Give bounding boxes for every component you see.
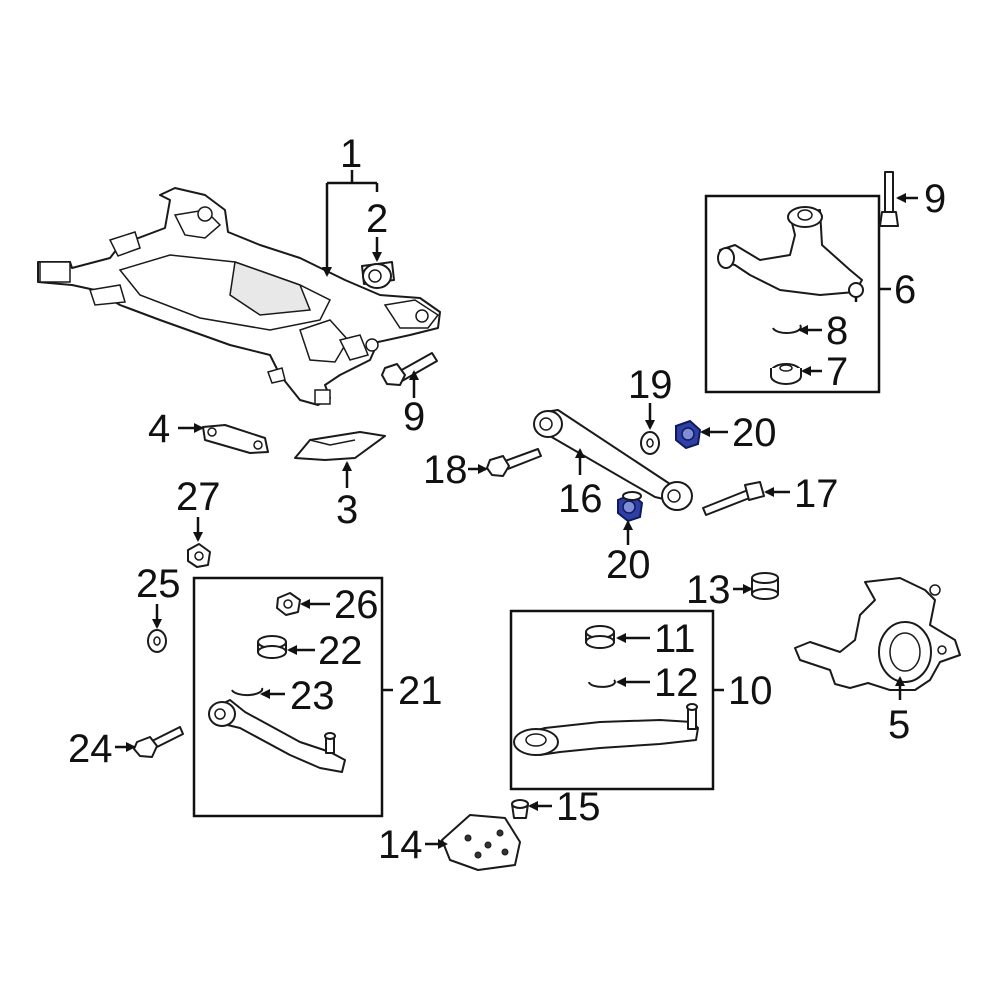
washer-7[interactable] [770,363,802,385]
long-bolt-17[interactable] [702,481,765,516]
washer-25[interactable] [147,629,167,653]
callout-1: 1 [340,132,362,176]
plate-14[interactable] [441,814,521,871]
snap-ring-12[interactable] [588,679,616,688]
lower-arm-box [509,609,715,791]
callout-23: 23 [290,674,335,718]
callout-13: 13 [686,568,731,612]
lateral-link[interactable] [533,409,693,511]
callout-4: 4 [148,407,170,451]
washer-near-nut-20[interactable] [622,491,642,501]
bolt-24[interactable] [133,726,184,758]
callout-20-lower: 20 [606,543,651,587]
snap-ring-8[interactable] [772,324,802,334]
link-bolt-18[interactable] [486,448,542,477]
trailing-arm-21[interactable] [208,699,346,773]
callout-21: 21 [398,669,443,713]
upper-control-arm-box [704,194,881,394]
rear-arm-box [192,576,384,818]
callout-7: 7 [826,350,848,394]
shield[interactable] [294,431,386,461]
bushing-22[interactable] [257,635,287,659]
callout-10: 10 [728,669,773,713]
callout-18: 18 [423,448,468,492]
callout-14: 14 [378,823,423,867]
leader-lines [115,170,918,849]
lower-control-arm-10[interactable] [513,703,699,756]
callout-2: 2 [366,197,388,241]
bushing-13[interactable] [751,572,779,600]
callout-25: 25 [136,562,181,606]
upper-arm-bolt[interactable] [879,171,899,227]
nut-27[interactable] [187,543,211,568]
crossmember-bolt[interactable] [381,352,438,386]
callout-8: 8 [826,309,848,353]
callout-11: 11 [654,617,696,661]
callout-3: 3 [336,488,358,532]
crossmember[interactable] [37,187,441,406]
knuckle[interactable] [794,577,961,691]
callout-26: 26 [334,583,379,627]
callout-19: 19 [628,363,673,407]
callout-16: 16 [558,477,603,521]
callout-6: 6 [894,268,916,312]
bushing-11[interactable] [585,625,615,649]
washer-19[interactable] [640,431,660,455]
callout-20-upper: 20 [732,411,777,455]
plug-15[interactable] [511,799,529,819]
snap-ring-23[interactable] [231,687,264,697]
callout-17: 17 [794,472,839,516]
callout-9-top: 9 [924,177,946,221]
callout-24: 24 [68,727,113,771]
nut-26[interactable] [276,592,301,616]
nut-20-upper[interactable] [675,419,702,450]
crossmember-bushing[interactable] [361,261,395,289]
callout-5: 5 [888,703,910,747]
callout-15: 15 [556,785,601,829]
callout-27: 27 [176,475,221,519]
bracket[interactable] [202,424,269,454]
upper-control-arm[interactable] [717,206,864,302]
callout-12: 12 [654,661,699,705]
callout-22: 22 [318,629,363,673]
callout-9-left: 9 [403,395,425,439]
